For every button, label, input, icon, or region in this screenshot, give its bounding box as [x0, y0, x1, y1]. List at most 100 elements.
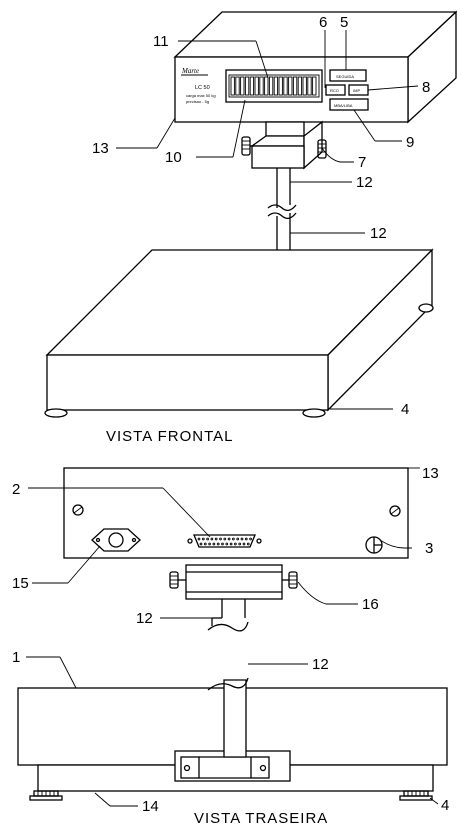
- foot-back-right: [418, 303, 434, 313]
- front-view-caption: VISTA FRONTAL: [106, 428, 233, 445]
- rear-column-upper: [207, 599, 249, 632]
- db25-pin: [246, 542, 250, 546]
- button-rco[interactable]: [325, 84, 346, 96]
- button-rco-label: RCO: [330, 88, 339, 93]
- callout-4-front: 4: [401, 401, 409, 418]
- rear-base: [17, 677, 448, 801]
- front-knob-left[interactable]: [241, 136, 254, 156]
- callout-11: 11: [153, 33, 169, 50]
- callout-2: 2: [12, 481, 20, 498]
- db25-connector[interactable]: [187, 534, 262, 548]
- panel-model: LC 50: [195, 85, 210, 91]
- db25-pin: [242, 542, 246, 546]
- lcd-digit-cell: [235, 76, 240, 96]
- callout-12-d: 12: [312, 656, 329, 673]
- lcd-digit-cell: [244, 76, 250, 96]
- callout-15: 15: [12, 575, 29, 592]
- db25-pin: [203, 542, 207, 546]
- db25-pin: [229, 542, 233, 546]
- front-callouts: 11 6 5 8 9 13 10 7 12 12 4: [92, 14, 430, 418]
- callout-13-rear: 13: [422, 465, 439, 482]
- rear-view-caption: VISTA TRASEIRA: [194, 810, 328, 827]
- display-head: Marte LC 50 carga max 50 kg precisao - 5…: [173, 10, 457, 124]
- front-view: Marte LC 50 carga max 50 kg precisao - 5…: [44, 10, 457, 445]
- db25-pin: [219, 537, 222, 541]
- fuse-holder[interactable]: [365, 536, 383, 554]
- lcd-digit-cell: [288, 76, 293, 96]
- rear-foot-left: [29, 790, 63, 801]
- button-mba-liba[interactable]: [329, 98, 369, 111]
- callout-10: 10: [165, 149, 182, 166]
- rear-callouts: 13 2 3 15 16 12 12 1 14 4: [12, 465, 449, 815]
- rear-knob-right[interactable]: [282, 571, 298, 589]
- lcd-digit-cell: [292, 76, 298, 96]
- db25-pin: [206, 537, 209, 541]
- button-imp-label: IMP: [353, 88, 360, 93]
- lcd-digit-cell: [254, 76, 259, 96]
- button-seguida[interactable]: [329, 69, 367, 82]
- db25-pin: [210, 537, 214, 541]
- callout-9: 9: [406, 134, 414, 151]
- lcd-digit-cell: [307, 76, 312, 96]
- rear-foot-right: [399, 790, 433, 801]
- power-socket[interactable]: [91, 528, 141, 552]
- rear-bracket: [169, 564, 298, 600]
- button-mba-liba-label: MBA/LIBA: [334, 103, 353, 108]
- db25-pin: [197, 537, 201, 541]
- db25-pin: [199, 542, 203, 546]
- db25-pin: [201, 537, 205, 541]
- front-column: [267, 168, 297, 250]
- lcd-display: [225, 69, 323, 103]
- callout-7: 7: [358, 154, 366, 171]
- lcd-digit-cell: [268, 76, 274, 96]
- lcd-digit-cell: [278, 76, 283, 96]
- callout-4-rear: 4: [441, 797, 449, 814]
- db25-pin: [221, 542, 224, 546]
- db25-pin: [238, 542, 242, 546]
- callout-13-front: 13: [92, 140, 109, 157]
- callout-12-c: 12: [136, 610, 153, 627]
- db25-pin: [236, 537, 240, 541]
- db25-pin: [225, 542, 229, 546]
- rear-knob-left[interactable]: [169, 571, 186, 589]
- callout-6: 6: [319, 14, 327, 31]
- front-platform: [44, 248, 434, 418]
- db25-pin: [212, 542, 216, 546]
- callout-1: 1: [12, 649, 20, 666]
- lcd-digit-cell: [259, 76, 264, 96]
- lcd-digit-cell: [249, 76, 255, 96]
- db25-pin: [234, 542, 237, 546]
- db25-pin: [214, 537, 218, 541]
- callout-14: 14: [142, 798, 159, 815]
- lcd-digit-cell: [273, 76, 279, 96]
- lcd-digit-cell: [312, 76, 317, 96]
- rear-panel: [63, 467, 409, 559]
- db25-pin: [232, 537, 235, 541]
- callout-12-a: 12: [356, 174, 373, 191]
- db25-pin: [244, 537, 248, 541]
- foot-front-left: [44, 408, 68, 418]
- lcd-digit-cell: [240, 76, 245, 96]
- front-bracket: [241, 120, 327, 170]
- db25-pin: [216, 542, 220, 546]
- lcd-digit-cell: [297, 76, 303, 96]
- callout-16: 16: [362, 596, 379, 613]
- screw-left: [72, 504, 84, 516]
- panel-spec-2: precisao - 5g: [186, 99, 209, 104]
- panel-brand: Marte: [181, 67, 199, 75]
- db25-pin: [208, 542, 211, 546]
- button-seguida-label: SEGUIDA: [336, 74, 354, 79]
- foot-front-right: [302, 408, 326, 418]
- screw-right: [389, 505, 401, 517]
- callout-5: 5: [340, 14, 348, 31]
- panel-spec-1: carga max 50 kg: [186, 93, 216, 98]
- db25-pin: [240, 537, 244, 541]
- db25-pin: [223, 537, 227, 541]
- lcd-digit-cell: [283, 76, 288, 96]
- callout-3: 3: [425, 540, 433, 557]
- db25-pin: [227, 537, 231, 541]
- lcd-digit-cell: [230, 76, 235, 96]
- lcd-digit-cell: [264, 76, 269, 96]
- rear-view: VISTA TRASEIRA 13 2 3 15 16 12 12 1: [12, 465, 449, 827]
